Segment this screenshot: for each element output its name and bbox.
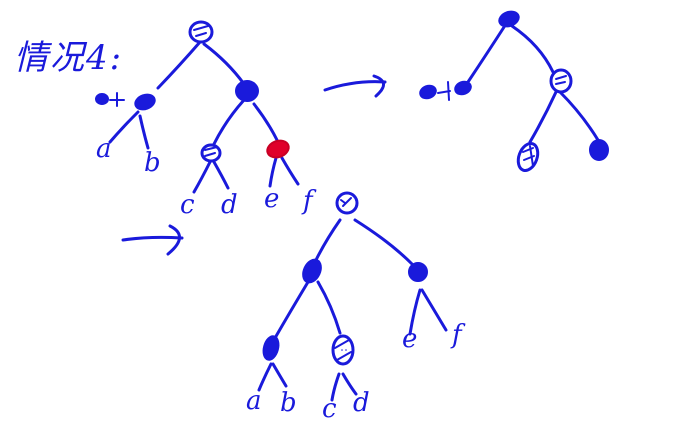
edge2-right-rr	[558, 90, 600, 142]
arrow-top	[323, 74, 387, 98]
tree3-root-node	[335, 191, 359, 215]
tree1-leaf-e: e	[264, 184, 280, 214]
tree3-left-left-node	[262, 335, 280, 361]
tree-3	[257, 191, 448, 402]
tree2-extra-black-dot	[419, 84, 437, 100]
tree3-right-node	[408, 262, 428, 282]
tree2-left-node	[454, 80, 472, 96]
tree3-leaf-e: e	[402, 324, 418, 354]
edge-rr-f	[280, 156, 300, 186]
tree3-left-node	[302, 258, 322, 284]
edge3-lr-d	[341, 372, 358, 396]
edge-rl-c	[192, 160, 212, 194]
edge3-left-ll	[273, 280, 310, 340]
edge3-root-left	[314, 218, 342, 262]
tree3-leaf-b: b	[280, 388, 297, 418]
tree1-leaf-d: d	[221, 190, 238, 220]
edge-left-b	[138, 114, 150, 150]
edge-rr-e	[268, 156, 278, 188]
edge-root-left	[156, 40, 202, 90]
tree2-plus-sign	[437, 81, 451, 101]
tree1-leaf-a: a	[96, 134, 112, 164]
tree1-leaf-b: b	[144, 148, 161, 178]
tree1-extra-black-dot	[95, 93, 109, 105]
arrow-bottom	[121, 224, 184, 256]
edge-right-rl	[212, 98, 246, 146]
tree1-left-node	[134, 93, 156, 111]
tree1-right-left-node	[200, 143, 222, 163]
tree2-right-left-node	[516, 141, 540, 173]
tree2-root-node	[498, 10, 520, 28]
edge3-ll-b	[271, 362, 288, 388]
edge3-ll-a	[257, 362, 273, 392]
edge-left-a	[108, 110, 140, 144]
edge2-right-rl	[528, 90, 558, 144]
edge3-left-lr	[316, 280, 342, 335]
tree1-leaf-f: f	[303, 186, 313, 216]
tree3-leaf-d: d	[353, 388, 370, 418]
tree1-right-node	[235, 80, 259, 102]
edge2-root-right	[510, 24, 555, 74]
tree1-root-node	[188, 20, 214, 44]
tree1-plus-sign	[109, 92, 125, 107]
tree1-leaf-c: c	[180, 190, 195, 220]
tree3-leaf-c: c	[322, 394, 337, 424]
tree3-left-right-node	[331, 334, 355, 366]
edge-right-rr	[252, 102, 279, 142]
tree3-leaf-f: f	[452, 320, 462, 350]
edge-root-right	[202, 42, 246, 86]
tree2-right-right-node	[589, 139, 609, 161]
edge-rl-d	[212, 160, 230, 190]
tree1-right-right-red-node	[266, 139, 290, 159]
tree2-right-node	[549, 68, 573, 94]
edge3-right-e	[408, 288, 422, 336]
edge3-lr-c	[330, 372, 341, 402]
edge3-root-right	[353, 218, 414, 266]
tree-2	[419, 10, 609, 173]
edge3-right-f	[420, 288, 448, 332]
case-title: 情况4:	[14, 38, 124, 78]
edge2-root-left	[466, 22, 508, 84]
tree3-leaf-a: a	[246, 386, 262, 416]
tree-1	[95, 20, 300, 194]
